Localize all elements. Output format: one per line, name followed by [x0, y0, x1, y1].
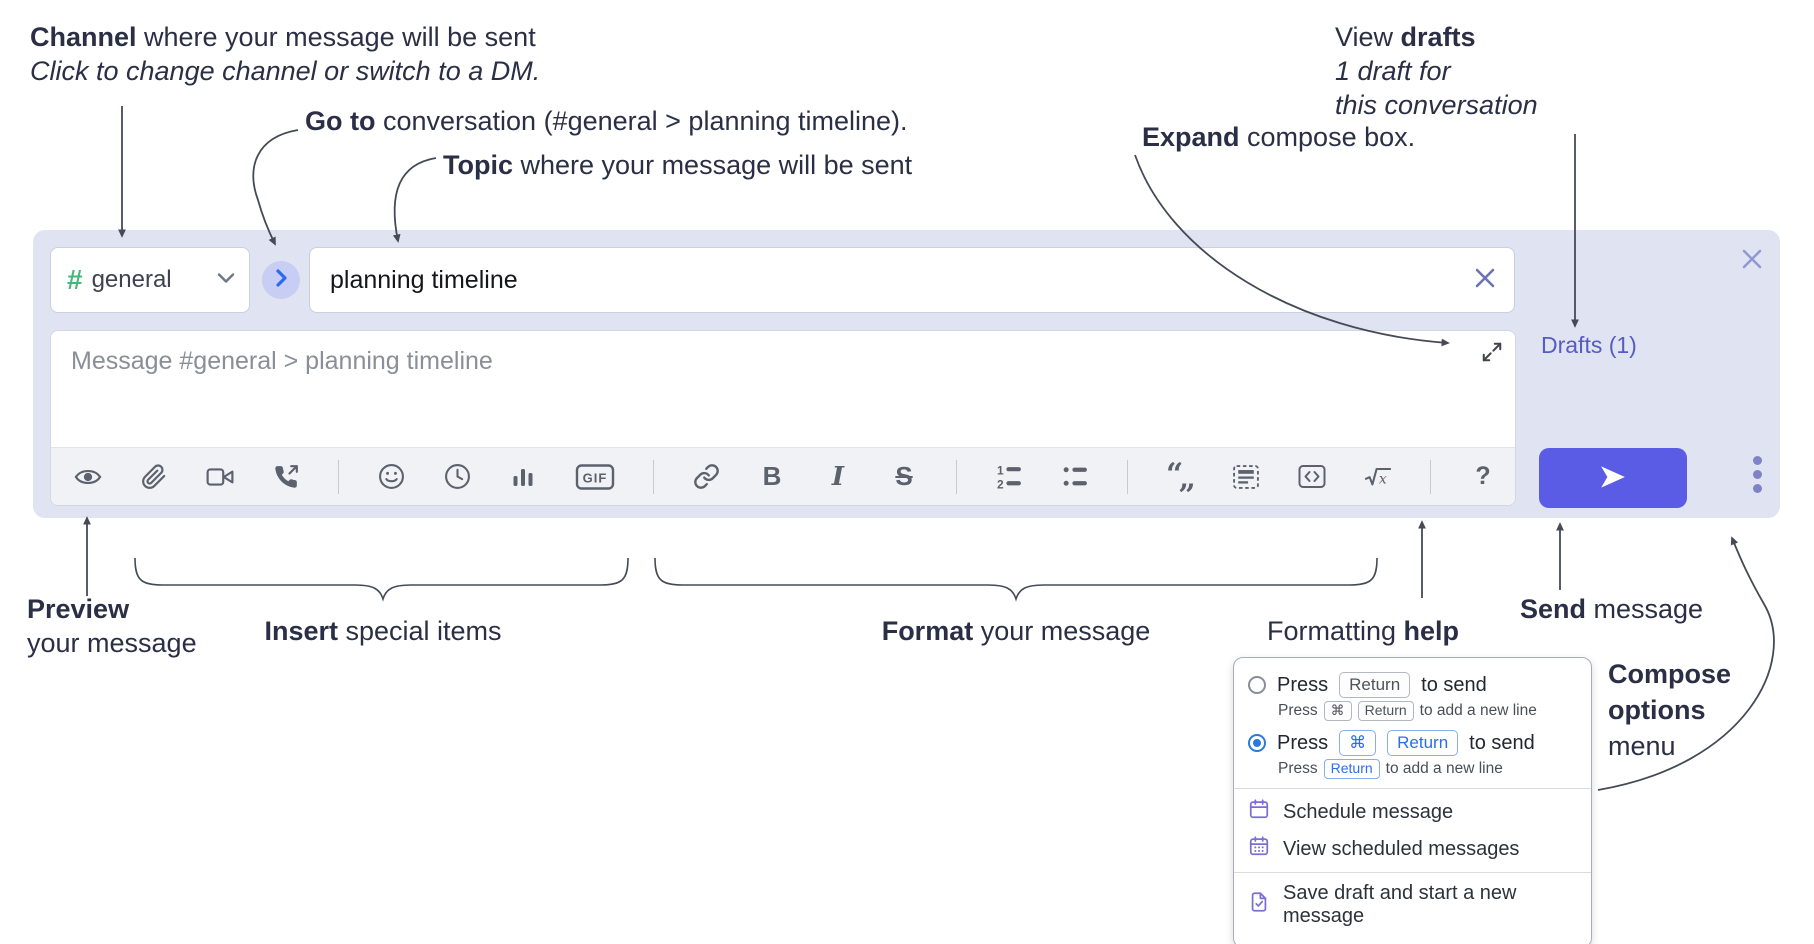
- bold-icon[interactable]: B: [762, 461, 782, 491]
- return-key: Return: [1357, 701, 1414, 721]
- message-formatting-help-icon[interactable]: ?: [1475, 462, 1491, 490]
- note-view-drafts: View drafts 1 draft for this conversatio…: [1335, 22, 1538, 120]
- calendar-icon: [1248, 798, 1270, 826]
- attach-file-icon[interactable]: [140, 463, 168, 491]
- toolbar-divider: [653, 459, 654, 494]
- calendar-days-icon: [1248, 835, 1270, 863]
- note-preview: Preview your message: [27, 594, 197, 658]
- cmd-key: ⌘: [1323, 701, 1352, 721]
- topic-value: planning timeline: [330, 265, 518, 294]
- note-compose-options: Compose options menu: [1608, 659, 1732, 761]
- preview-icon[interactable]: [74, 463, 102, 491]
- send-button[interactable]: [1539, 448, 1687, 508]
- save-draft-icon: [1248, 891, 1270, 919]
- compose-options-menu-icon[interactable]: [1745, 456, 1769, 493]
- brace-insert: [134, 557, 629, 602]
- close-compose-icon[interactable]: [1735, 242, 1769, 276]
- connector-goto: [252, 129, 299, 246]
- menu-divider: [1234, 872, 1591, 873]
- message-input[interactable]: Message #general > planning timeline: [50, 330, 1516, 506]
- math-icon[interactable]: x: [1364, 463, 1392, 491]
- radio-selected[interactable]: [1248, 734, 1266, 752]
- video-call-icon[interactable]: [206, 463, 234, 491]
- radio-unselected[interactable]: [1248, 676, 1266, 694]
- italic-icon[interactable]: I: [831, 461, 845, 492]
- note-insert: Insert special items: [264, 616, 502, 646]
- note-format: Format your message: [881, 616, 1151, 646]
- topic-input[interactable]: planning timeline: [309, 247, 1515, 313]
- menu-divider: [1234, 788, 1591, 789]
- voice-call-icon[interactable]: [272, 463, 300, 491]
- note-channel: Channel where your message will be sent …: [30, 22, 541, 86]
- channel-picker[interactable]: # general: [50, 247, 250, 313]
- clear-topic-icon[interactable]: [1474, 267, 1496, 294]
- note-formatting-help: Formatting help: [1267, 616, 1460, 646]
- note-send: Send message: [1520, 594, 1704, 624]
- send-icon: [1596, 462, 1630, 495]
- chevron-right-icon: [270, 266, 292, 295]
- svg-text:x: x: [1379, 472, 1387, 488]
- svg-text:2: 2: [997, 477, 1004, 490]
- numbered-list-icon[interactable]: 1 2: [995, 463, 1023, 491]
- option-cmd-return-subtext: Press Return to add a new line: [1278, 759, 1503, 779]
- emoji-icon[interactable]: [377, 463, 405, 491]
- toolbar-divider: [338, 459, 339, 494]
- return-key: Return: [1323, 759, 1380, 779]
- toolbar-divider: [1127, 459, 1128, 494]
- return-key: Return: [1387, 730, 1459, 756]
- toolbar-divider: [956, 459, 957, 494]
- global-time-icon[interactable]: [443, 463, 471, 491]
- spoiler-icon[interactable]: [1232, 463, 1260, 491]
- message-placeholder: Message #general > planning timeline: [71, 347, 493, 375]
- compose-box: # general planning timeline Message #gen…: [33, 230, 1780, 518]
- option-cmd-return-to-send[interactable]: Press ⌘ Return to send: [1248, 730, 1577, 756]
- expand-compose-icon[interactable]: [1481, 341, 1503, 363]
- brace-format: [654, 557, 1378, 602]
- menu-item-view-scheduled[interactable]: View scheduled messages: [1248, 835, 1577, 863]
- note-expand: Expand compose box.: [1142, 122, 1416, 152]
- bulleted-list-icon[interactable]: [1061, 463, 1089, 491]
- link-icon[interactable]: [692, 463, 720, 491]
- note-topic: Topic where your message will be sent: [443, 150, 913, 180]
- option-return-subtext: Press ⌘ Return to add a new line: [1278, 701, 1537, 721]
- cmd-key: ⌘: [1339, 730, 1377, 756]
- menu-item-save-draft[interactable]: Save draft and start a new message: [1248, 882, 1577, 928]
- go-to-conversation-button[interactable]: [262, 261, 300, 299]
- return-key: Return: [1339, 672, 1411, 698]
- channel-hash-icon: #: [67, 264, 83, 295]
- toolbar-divider: [1430, 459, 1431, 494]
- connector-topic: [392, 157, 437, 243]
- drafts-link[interactable]: Drafts (1): [1541, 332, 1637, 358]
- compose-toolbar: GIF B I S 1 2: [51, 447, 1515, 505]
- menu-item-schedule-message[interactable]: Schedule message: [1248, 798, 1577, 826]
- strikethrough-icon[interactable]: S: [895, 461, 913, 491]
- chevron-down-icon: [217, 271, 235, 289]
- note-goto: Go to conversation (#general > planning …: [305, 106, 908, 136]
- poll-icon[interactable]: [509, 463, 537, 491]
- svg-text:GIF: GIF: [583, 470, 608, 485]
- channel-name: general: [91, 266, 172, 293]
- option-return-to-send[interactable]: Press Return to send: [1248, 672, 1577, 698]
- quote-icon[interactable]: “„: [1166, 456, 1196, 496]
- svg-text:1: 1: [997, 463, 1004, 477]
- gif-icon[interactable]: GIF: [575, 463, 615, 491]
- compose-options-menu: Press Return to send Press ⌘ Return to a…: [1233, 657, 1592, 944]
- code-icon[interactable]: [1298, 463, 1326, 491]
